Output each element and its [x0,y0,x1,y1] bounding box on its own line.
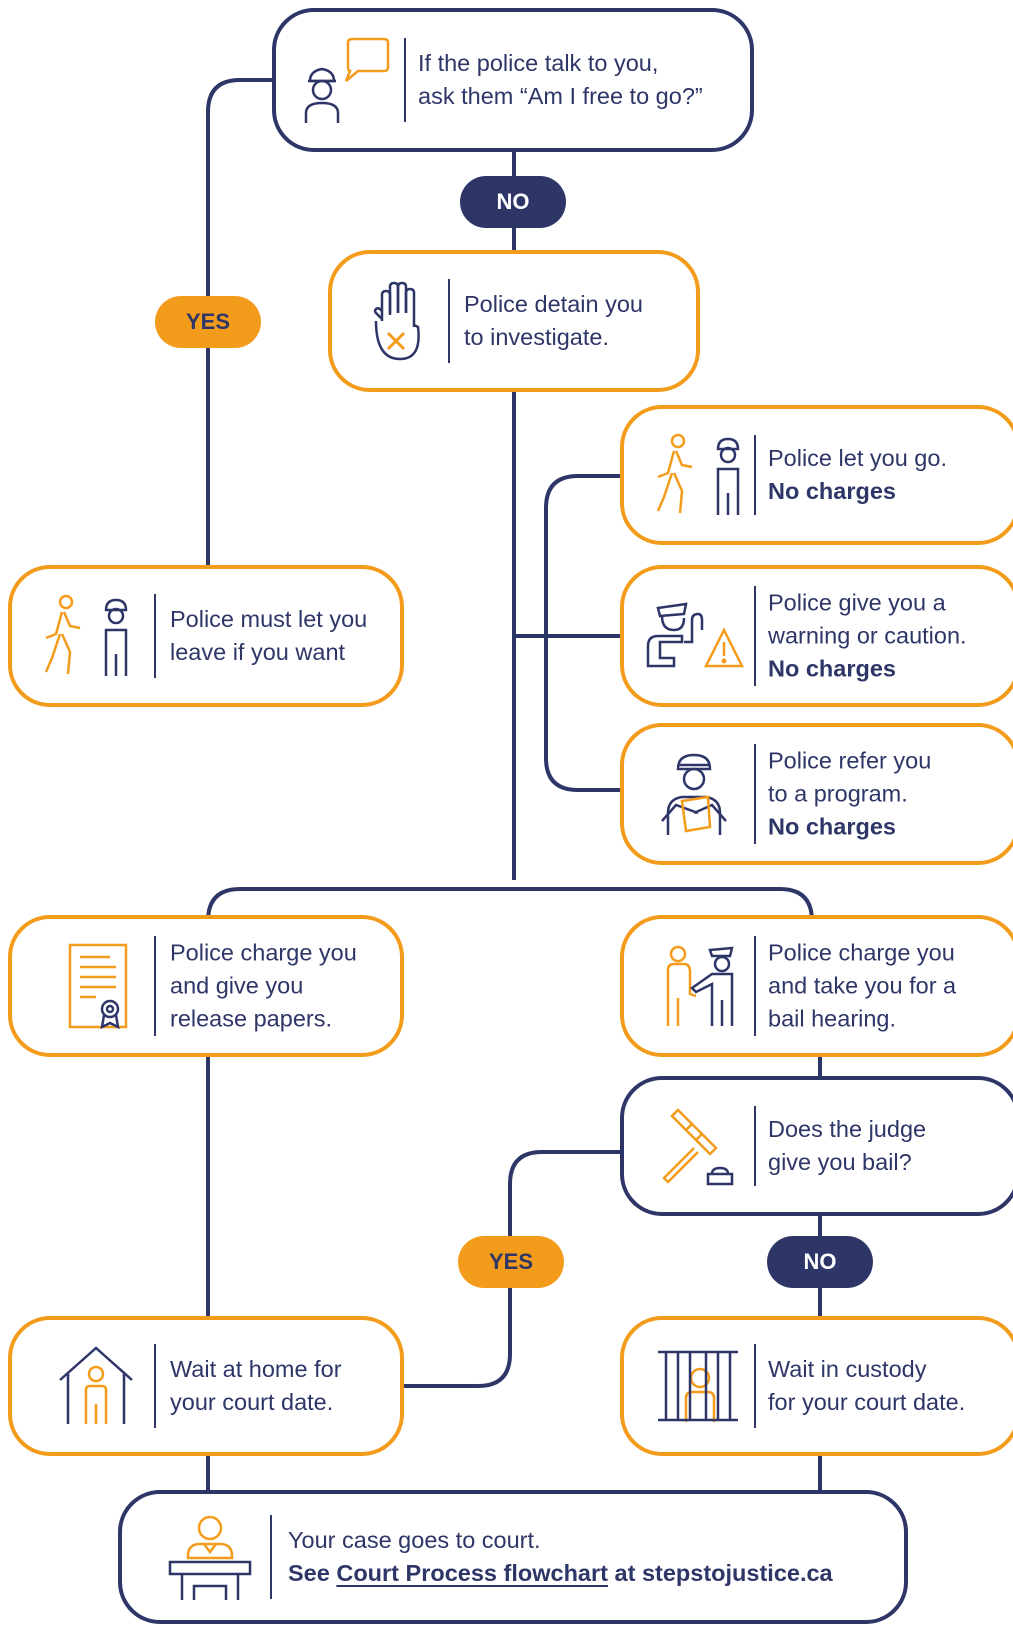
node-text: Does the judge give you bail? [768,1113,926,1179]
text-line: and take you for a [768,972,957,999]
divider [270,1515,272,1599]
text-line: release papers. [170,1005,332,1032]
divider [754,1106,756,1186]
text-line: Wait in custody [768,1356,927,1382]
text-line: warning or caution. [768,622,967,649]
stop-hand-icon [372,281,428,361]
court-process-link[interactable]: Court Process flowchart [336,1560,608,1586]
text-line: Police let you go. [768,445,947,471]
walk-away-icon [40,594,132,678]
text-line: ask them “Am I free to go?” [418,83,703,109]
label-yes-bottom: YES [458,1236,564,1288]
text-bold: No charges [768,478,896,504]
node-text: Your case goes to court. See Court Proce… [288,1524,833,1590]
divider [754,936,756,1036]
text-line: Police give you a [768,589,946,616]
node-wait-home: Wait at home for your court date. [8,1316,404,1456]
node-text: Wait in custody for your court date. [768,1353,965,1419]
text-line: Does the judge [768,1116,927,1142]
text-line: If the police talk to you, [418,50,659,76]
divider [404,38,406,122]
node-wait-custody: Wait in custody for your court date. [620,1316,1013,1456]
node-text: Police refer you to a program. No charge… [768,745,931,844]
jail-icon [656,1348,740,1424]
text-line: to investigate. [464,324,610,350]
text-line: Wait at home for [170,1356,342,1382]
officer-clipboard-icon [658,751,730,837]
text-line: Police charge you [768,939,955,966]
divider [754,744,756,844]
label-no-bottom: NO [767,1236,873,1288]
text-line: to a program. [768,780,908,807]
divider [154,594,156,678]
node-warning: Police give you a warning or caution. No… [620,565,1013,707]
text-line: Your case goes to court. [288,1527,541,1553]
node-text: Wait at home for your court date. [170,1353,342,1419]
text-line: Police charge you [170,939,357,966]
divider [754,586,756,686]
node-program: Police refer you to a program. No charge… [620,723,1013,865]
house-person-icon [58,1346,134,1426]
walk-away-icon [652,433,744,517]
court-see-line: See Court Process flowchart at stepstoju… [288,1557,833,1590]
text-line: Police must let you [170,606,368,632]
node-text: Police let you go. No charges [768,442,947,508]
text-line: your court date. [170,1389,334,1415]
site-text: at stepstojustice.ca [614,1560,833,1586]
node-judge-bail: Does the judge give you bail? [620,1076,1013,1216]
node-text: Police detain you to investigate. [464,288,643,354]
node-text: Police charge you and take you for a bai… [768,937,956,1036]
label-no-top: NO [460,176,566,228]
court-podium-icon [168,1514,252,1600]
text-line: and give you [170,972,304,999]
officer-speech-icon [302,37,390,123]
divider [754,435,756,515]
divider [154,1344,156,1428]
text-bold: No charges [768,813,896,840]
node-ask-free-to-go: If the police talk to you, ask them “Am … [272,8,754,152]
node-let-go: Police let you go. No charges [620,405,1013,545]
gavel-icon [658,1106,738,1186]
text-line: bail hearing. [768,1005,897,1032]
divider [154,936,156,1036]
text-line: for your court date. [768,1389,966,1415]
text-line: Police refer you [768,747,932,774]
text-bold: No charges [768,655,896,682]
node-must-let-leave: Police must let you leave if you want [8,565,404,707]
node-text: Police must let you leave if you want [170,603,367,669]
text-line: leave if you want [170,639,346,665]
node-text: Police charge you and give you release p… [170,937,357,1036]
node-text: If the police talk to you, ask them “Am … [418,47,703,113]
warning-officer-icon [644,600,744,672]
escort-icon [662,944,738,1028]
document-seal-icon [66,943,130,1029]
node-detain: Police detain you to investigate. [328,250,700,392]
node-charge-bail: Police charge you and take you for a bai… [620,915,1013,1057]
text-line: Police detain you [464,291,643,317]
see-text: See [288,1560,330,1586]
divider [448,279,450,363]
divider [754,1344,756,1428]
node-charge-release: Police charge you and give you release p… [8,915,404,1057]
node-court: Your case goes to court. See Court Proce… [118,1490,908,1624]
text-line: give you bail? [768,1149,912,1175]
label-yes-left: YES [155,296,261,348]
node-text: Police give you a warning or caution. No… [768,587,967,686]
